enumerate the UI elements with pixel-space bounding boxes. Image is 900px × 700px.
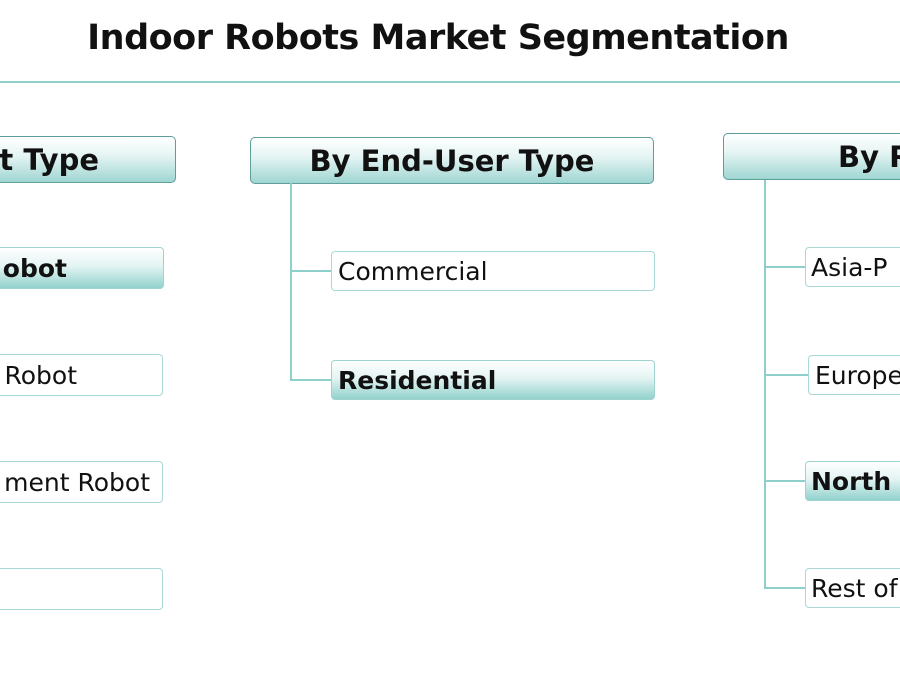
segment-label: Europe xyxy=(815,360,900,390)
connector-line xyxy=(764,587,805,589)
connector-line xyxy=(764,180,766,589)
segment-item-commercial: Commercial xyxy=(331,251,655,291)
connector-line xyxy=(764,480,805,482)
segment-item: Rest of xyxy=(805,568,900,608)
connector-line xyxy=(290,379,331,381)
segment-item: Robot xyxy=(0,354,163,396)
segment-item: North A xyxy=(805,461,900,501)
segment-item: Asia-P xyxy=(805,247,900,287)
column-header-label: By R xyxy=(838,139,900,174)
segment-label: Rest of xyxy=(811,573,898,603)
column-header-end-user-type: By End-User Type xyxy=(250,137,654,184)
segment-item xyxy=(0,568,163,610)
segment-label: Asia-P xyxy=(811,252,888,282)
segment-label: ment Robot xyxy=(4,467,150,497)
segment-label: obot xyxy=(2,253,67,283)
title-divider xyxy=(0,81,900,83)
segment-item: Europe xyxy=(808,355,900,395)
diagram-title: Indoor Robots Market Segmentation xyxy=(87,18,789,58)
column-header-product-type: t Type xyxy=(0,136,176,183)
segment-label: Robot xyxy=(4,360,77,390)
segment-label: Residential xyxy=(338,365,497,395)
connector-line xyxy=(764,374,808,376)
segment-item: ment Robot xyxy=(0,461,163,503)
segment-label: North A xyxy=(811,466,900,496)
segment-item-residential: Residential xyxy=(331,360,655,400)
segment-label: Commercial xyxy=(338,256,488,286)
connector-line xyxy=(764,266,805,268)
connector-line xyxy=(290,270,331,272)
connector-line xyxy=(290,183,292,381)
column-header-label: By End-User Type xyxy=(309,143,595,178)
segment-item: obot xyxy=(0,247,164,289)
column-header-region: By R xyxy=(723,133,900,180)
column-header-label: t Type xyxy=(0,142,99,177)
